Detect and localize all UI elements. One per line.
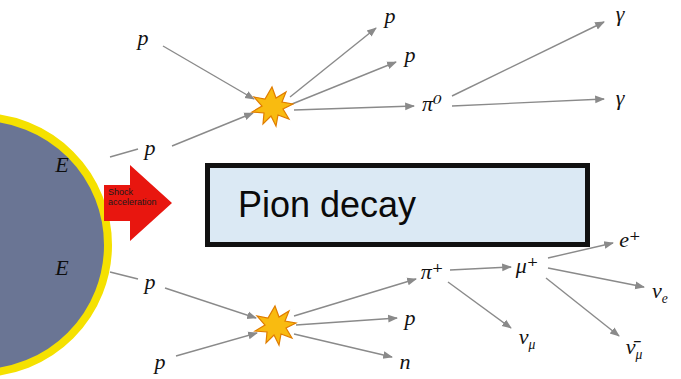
particle-label: p [385, 5, 396, 27]
particle-label: e⁺ [619, 229, 640, 251]
title-text: Pion decay [238, 184, 416, 226]
particle-label: p [145, 137, 156, 159]
energy-label: E [55, 257, 68, 279]
shock-acceleration-arrow: Shock acceleration [104, 165, 176, 241]
particle-label: νe [652, 280, 668, 302]
title-box: Pion decay [205, 163, 590, 247]
particle-label: p [155, 351, 166, 373]
particle-label: π⁺ [421, 261, 444, 283]
particle-label: p [405, 307, 416, 329]
shock-front-semicircle: EE [0, 110, 112, 379]
particle-label: p [145, 271, 156, 293]
collision-burst [255, 306, 296, 345]
particle-label: π⁰ [422, 93, 442, 115]
semicircle-outline [0, 110, 112, 379]
collision-burst [252, 87, 293, 126]
particle-arrows [110, 22, 644, 357]
arrow-label: Shock acceleration [108, 187, 166, 208]
particle-label: p [405, 44, 416, 66]
energy-label: E [55, 154, 68, 176]
particle-label: μ⁺ [516, 255, 539, 277]
particle-label: νμ [519, 326, 536, 348]
particle-label: p [138, 27, 149, 49]
particle-label: n [400, 351, 411, 373]
particle-label: γ [616, 3, 625, 25]
particle-label: γ [616, 87, 625, 109]
particle-label: ν̄μ [626, 336, 643, 358]
